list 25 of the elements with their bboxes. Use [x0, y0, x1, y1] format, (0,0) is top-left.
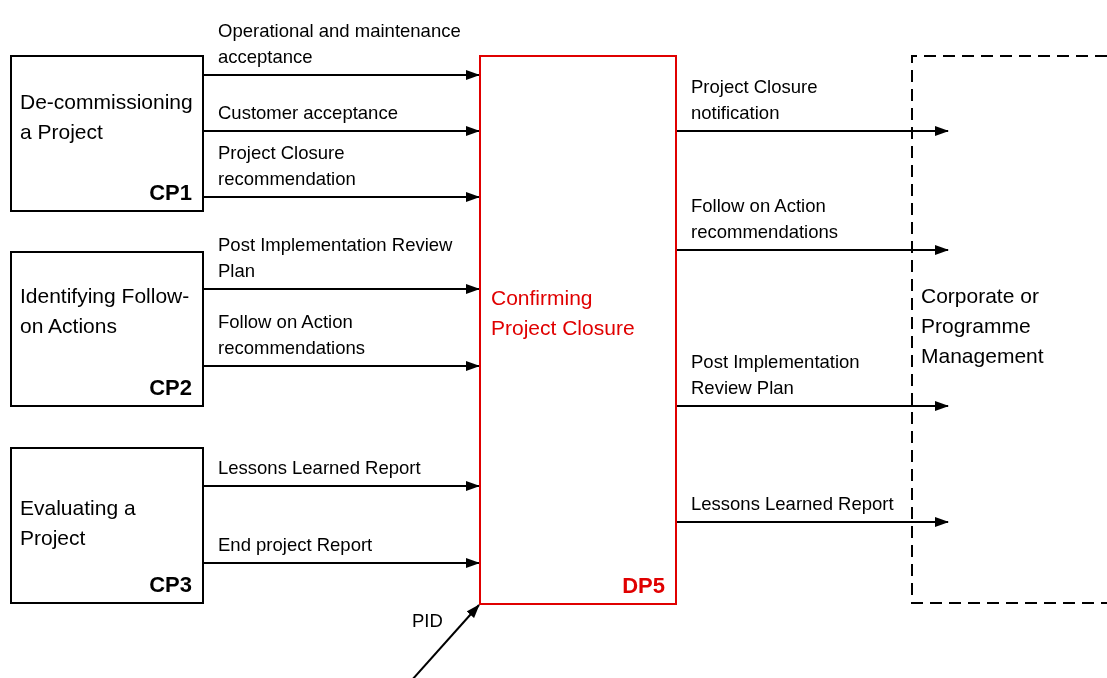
arrow: [676, 245, 949, 255]
process-box: [10, 447, 204, 604]
process-code: DP5: [622, 573, 665, 599]
dashed-boundary-box: [911, 55, 1107, 604]
process-code: CP3: [149, 572, 192, 598]
process-title: De-commissioning a Project: [20, 89, 194, 145]
process-title: Identifying Follow-on Actions: [20, 283, 191, 339]
process-box: [479, 55, 677, 605]
process-code: CP2: [149, 375, 192, 401]
arrow: [203, 192, 480, 202]
arrow: [676, 401, 949, 411]
arrow: [203, 481, 480, 491]
arrow: [203, 284, 480, 294]
process-title: Evaluating a Project: [20, 495, 137, 551]
arrow: [203, 70, 480, 80]
process-title: Corporate or Programme Management: [921, 283, 1045, 369]
process-box: [10, 55, 204, 212]
arrow: [676, 517, 949, 527]
arrow: [676, 126, 949, 136]
process-code: CP1: [149, 180, 192, 206]
arrow: [203, 558, 480, 568]
arrow: [203, 126, 480, 136]
process-title: Confirming Project Closure: [491, 285, 636, 341]
process-box: [10, 251, 204, 407]
arrow: [203, 361, 480, 371]
